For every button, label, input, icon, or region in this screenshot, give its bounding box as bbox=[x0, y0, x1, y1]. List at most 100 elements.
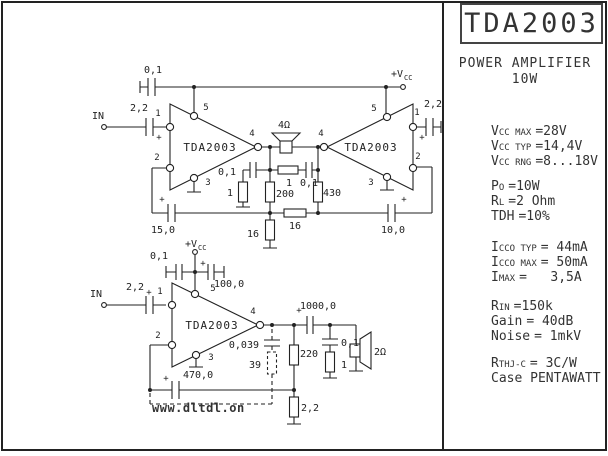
plus-sign: + bbox=[146, 288, 152, 298]
input-label-single: IN bbox=[90, 289, 102, 300]
spec-value: =2 Ohm bbox=[508, 194, 556, 209]
spec-subscript: CC TYP bbox=[498, 143, 532, 153]
pin-label-2: 2 bbox=[154, 153, 159, 163]
label-cap-0-1-middle: 0,1 bbox=[300, 178, 318, 189]
label-res-16-vertical: 16 bbox=[247, 229, 259, 240]
resistor-2-2 bbox=[288, 396, 300, 418]
schematic-canvas: 0,1 +V CC IN 2,2 + 1 5 2 3 TDA2003 4 4Ω … bbox=[90, 65, 442, 425]
spec-subscript: O bbox=[498, 183, 505, 193]
plus-sign: + bbox=[419, 133, 425, 143]
opamp-symbol-right bbox=[325, 103, 414, 191]
spec-line-vcc-rng: VCC RNG=8...18V bbox=[491, 152, 605, 169]
vcc-label-bridge: +V bbox=[391, 69, 403, 80]
spec-subscript: CCO TYP bbox=[498, 244, 537, 254]
spec-value: = 3C/W bbox=[529, 356, 577, 371]
spec-symbol: P bbox=[491, 179, 499, 194]
resistor-200 bbox=[264, 181, 276, 203]
vcc-sub-single: CC bbox=[198, 244, 206, 252]
spec-line-imax: IMAX= 3,5A bbox=[491, 268, 605, 285]
pin-circles-bridge bbox=[165, 111, 418, 183]
spec-symbol: TDH bbox=[491, 209, 515, 224]
optional-network-dashed-wires bbox=[149, 329, 273, 405]
bridge-wires bbox=[106, 78, 442, 249]
plus-sign: + bbox=[401, 195, 407, 205]
label-res-1-zobel: 1 bbox=[341, 360, 347, 371]
label-cap-15-0: 15,0 bbox=[151, 225, 175, 236]
spec-line-rl: RL=2 Ohm bbox=[491, 192, 605, 209]
input-terminal-single bbox=[101, 302, 107, 308]
speaker-label-2ohm: 2Ω bbox=[374, 347, 386, 358]
spec-line-gain: Gain= 40dB bbox=[491, 312, 605, 329]
label-cap-0-039: 0,039 bbox=[229, 340, 259, 351]
spec-subscript: IN bbox=[498, 303, 510, 313]
subtitle-block: POWER AMPLIFIER 10W bbox=[445, 56, 605, 88]
spec-symbol: R bbox=[491, 299, 499, 314]
watermark-text: www.dltdl.on bbox=[152, 401, 245, 415]
junction-dots bbox=[192, 85, 388, 215]
pin-label-5s: 5 bbox=[210, 284, 215, 294]
resistor-16-vertical bbox=[264, 219, 276, 241]
plus-sign: + bbox=[156, 133, 162, 143]
spec-line-vcc-max: VCC MAX=28V bbox=[491, 122, 605, 139]
spec-line-icco-typ: ICCO TYP= 44mA bbox=[491, 238, 605, 255]
spec-value: =10% bbox=[518, 209, 550, 224]
spec-symbol: V bbox=[491, 139, 499, 154]
resistor-430 bbox=[312, 181, 324, 203]
spec-line-tdh: TDH=10% bbox=[491, 207, 605, 224]
input-terminal-bridge bbox=[101, 124, 107, 130]
label-res-1-snubber: 1 bbox=[227, 188, 233, 199]
spec-symbol: I bbox=[491, 255, 499, 270]
spec-value: = 1mkV bbox=[534, 329, 582, 344]
label-cap-0-1-vcc: 0,1 bbox=[150, 251, 168, 262]
label-cap-2-2-right: 2,2 bbox=[424, 99, 442, 110]
spec-subscript: CC RNG bbox=[498, 158, 532, 168]
ic-name-left: TDA2003 bbox=[183, 141, 236, 154]
spec-value: = 44mA bbox=[540, 240, 588, 255]
opamp-symbol-single bbox=[171, 282, 260, 368]
pin-label-1s: 1 bbox=[157, 287, 162, 297]
subtitle-line1: POWER AMPLIFIER bbox=[458, 56, 592, 71]
label-cap-10-0: 10,0 bbox=[381, 225, 405, 236]
spec-symbol: R bbox=[491, 356, 499, 371]
pin-label-3s: 3 bbox=[208, 353, 213, 363]
spec-symbol: Case PENTAWATT bbox=[491, 371, 601, 386]
vcc-sub-bridge: CC bbox=[404, 74, 412, 82]
speaker-icon-bridge bbox=[270, 132, 302, 154]
spec-value: = 3,5A bbox=[519, 270, 582, 285]
spec-symbol: V bbox=[491, 124, 499, 139]
spec-value: =28V bbox=[535, 124, 567, 139]
pin-label-4r: 4 bbox=[318, 129, 323, 139]
plus-sign: + bbox=[159, 195, 165, 205]
label-res-430: 430 bbox=[323, 188, 341, 199]
spec-list: VCC MAX=28V VCC TYP=14,4V VCC RNG=8...18… bbox=[491, 122, 605, 386]
label-cap-0-1-zobel: 0,1 bbox=[341, 338, 359, 349]
subtitle-line2: 10W bbox=[511, 72, 539, 87]
spec-subscript: THJ-C bbox=[498, 360, 526, 370]
pin-label-3: 3 bbox=[205, 178, 210, 188]
pin-label-3r: 3 bbox=[368, 178, 373, 188]
spec-value: =14,4V bbox=[535, 139, 583, 154]
spec-symbol: I bbox=[491, 240, 499, 255]
label-res-16-horizontal: 16 bbox=[289, 221, 301, 232]
single-amplifier-circuit: IN 2,2 + 1 0,1 +V CC + 100,0 5 TDA2003 2… bbox=[90, 239, 386, 425]
label-cap-0-1-snubber: 0,1 bbox=[218, 167, 236, 178]
input-label-bridge: IN bbox=[92, 111, 104, 122]
spec-subscript: L bbox=[498, 198, 505, 208]
spec-value: = 40dB bbox=[526, 314, 574, 329]
pin-circles-single bbox=[167, 289, 265, 360]
plus-sign: + bbox=[200, 259, 206, 269]
spec-value: =8...18V bbox=[535, 154, 598, 169]
part-title-box: TDA2003 bbox=[460, 3, 603, 44]
spec-line-po: PO=10W bbox=[491, 177, 605, 194]
speaker-icon-single bbox=[349, 330, 372, 371]
pin-label-1r: 1 bbox=[414, 108, 419, 118]
spec-symbol: V bbox=[491, 154, 499, 169]
spec-value: =10W bbox=[508, 179, 540, 194]
speaker-label-4ohm: 4Ω bbox=[278, 120, 290, 131]
spec-line-icco-max: ICCO MAX= 50mA bbox=[491, 253, 605, 270]
pin-label-5r: 5 bbox=[371, 104, 376, 114]
plus-sign: + bbox=[163, 374, 169, 384]
ic-name-right: TDA2003 bbox=[344, 141, 397, 154]
label-cap-470-0: 470,0 bbox=[183, 370, 213, 381]
resistor-1-middle bbox=[277, 165, 299, 175]
